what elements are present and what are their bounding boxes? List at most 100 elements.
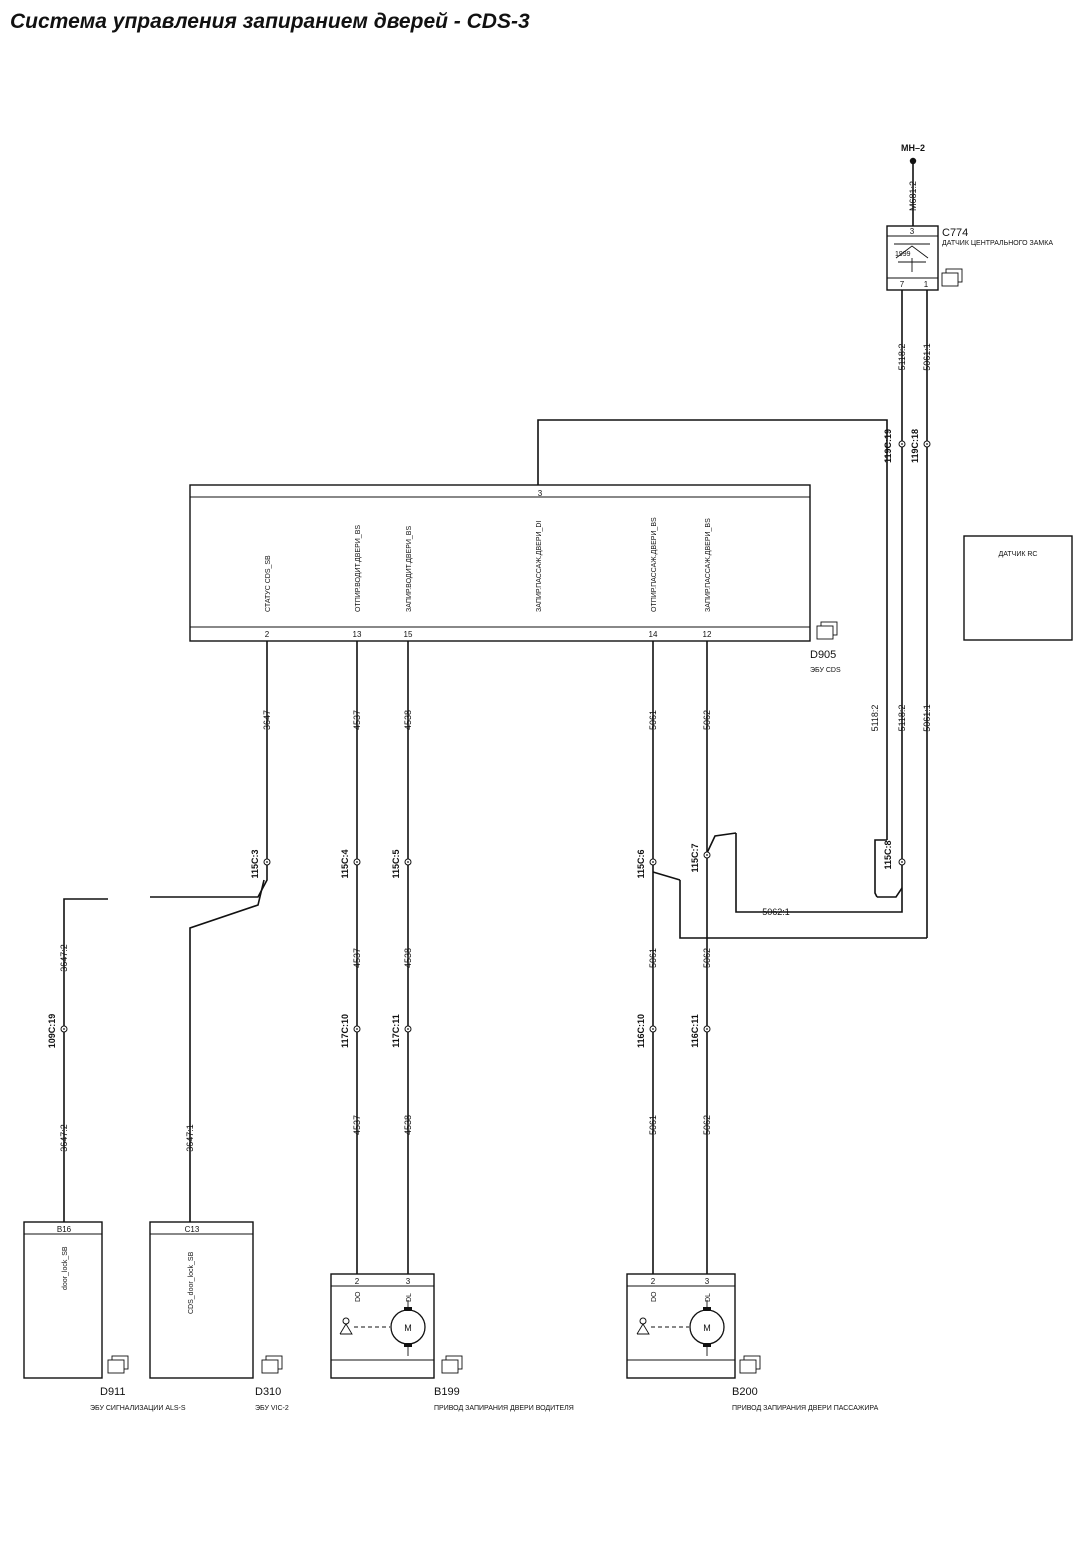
cds-signal-passenger-lock-di: ЗАПИР.ПАССАЖ.ДВЕРИ_DI (536, 521, 543, 612)
connector-116c11: 116C:11 (690, 1014, 700, 1048)
cds-signal-status: СТАТУС CDS_SB (265, 555, 272, 612)
splice-115c4 (353, 858, 361, 866)
b200-motor-label: M (703, 1323, 711, 1333)
connector-115c4: 115C:4 (340, 849, 350, 878)
ground-point (909, 157, 917, 165)
doc-icon[interactable] (816, 621, 838, 640)
sensor-inner-label: 1999 (895, 251, 911, 258)
connector-117c10: 117C:10 (340, 1014, 350, 1048)
wire-label-3647-2-top: 3647:2 (59, 944, 69, 972)
wire-label-5061-top-left: 5061 (648, 710, 658, 730)
b200-caption: ПРИВОД ЗАПИРАНИЯ ДВЕРИ ПАССАЖИРА (732, 1405, 879, 1412)
doc-icon[interactable] (941, 268, 963, 287)
central-lock-sensor: 1999 3 7 1 (886, 225, 939, 291)
connector-117c11: 117C:11 (391, 1014, 401, 1048)
passenger-actuator-box: 2 3 DO DL M (626, 1273, 736, 1379)
sensor-pin-right: 1 (924, 280, 929, 289)
wire-label-5118-top: 5118:2 (897, 344, 907, 371)
wire-label-5062-mid: 5062 (702, 948, 712, 968)
wire-label-4537-top: 4537 (352, 710, 362, 730)
wire-label-4537-mid: 4537 (352, 948, 362, 968)
cds-signal-passenger-lock: ЗАПИР.ПАССАЖ.ДВЕРИ_BS (705, 518, 712, 612)
doc-icon[interactable] (739, 1355, 761, 1374)
rc-sensor-label: ДАТЧИК RC (999, 551, 1038, 558)
doc-icon[interactable] (441, 1355, 463, 1374)
b200-sig-b: DL (705, 1293, 712, 1302)
d310-ref: D310 (255, 1386, 281, 1398)
wires (63, 162, 928, 1274)
d911-caption: ЭБУ СИГНАЛИЗАЦИИ ALS-S (90, 1405, 186, 1412)
cds-signal-driver-unlock: ОТПИР.ВОДИТ.ДВЕРИ_BS (355, 525, 362, 612)
b200-pin-a: 2 (651, 1277, 656, 1286)
cds-ecu-caption: ЭБУ CDS (810, 667, 841, 674)
d911-pin: B16 (57, 1225, 72, 1234)
splice-115c7 (703, 851, 711, 859)
wire-label-5061-mid: 5061:1 (922, 704, 932, 732)
cds-pin-14: 14 (649, 630, 658, 639)
wire-label-4538-bottom: 4538 (403, 1115, 413, 1135)
splice-115c6 (649, 858, 657, 866)
cds-pin-15: 15 (404, 630, 413, 639)
wire-label-4537-bottom: 4537 (352, 1115, 362, 1135)
sensor-ref: C774 (942, 227, 968, 239)
doc-icon[interactable] (107, 1355, 129, 1374)
splice-109c19 (60, 1025, 68, 1033)
connector-119c18: 119C:18 (910, 429, 920, 463)
wire-label-4538-mid: 4538 (403, 948, 413, 968)
cds-top-pin: 3 (538, 489, 543, 498)
doc-icon[interactable] (261, 1355, 283, 1374)
splice-115c3 (263, 858, 271, 866)
wire-label-5061-mid-left: 5061 (648, 948, 658, 968)
ground-label: MH–2 (901, 143, 925, 153)
connector-116c10: 116C:10 (636, 1014, 646, 1048)
d911-ref: D911 (100, 1386, 125, 1398)
splice-117c11 (404, 1025, 412, 1033)
connector-115c7: 115C:7 (690, 843, 700, 872)
wire-label-5061-bottom: 5061 (648, 1115, 658, 1135)
d911-signal: door_lock_SB (62, 1246, 69, 1290)
connector-109c19: 109C:19 (47, 1014, 57, 1049)
wire-label-3647-2-bottom: 3647:2 (59, 1124, 69, 1152)
wire-label-m681: M681:2 (908, 181, 918, 211)
splice-116c10 (649, 1025, 657, 1033)
connector-119c19: 119C:19 (883, 429, 893, 463)
wire-label-5061-top: 5061:1 (922, 343, 932, 371)
wire-label-5062-top: 5062 (702, 710, 712, 730)
splice-119c18 (923, 440, 931, 448)
connector-115c8: 115C:8 (883, 840, 893, 869)
b199-caption: ПРИВОД ЗАПИРАНИЯ ДВЕРИ ВОДИТЕЛЯ (434, 1405, 574, 1412)
alarm-ecu-box: B16 door_lock_SB (23, 1221, 103, 1379)
b199-pin-b: 3 (406, 1277, 411, 1286)
cds-signal-driver-lock: ЗАПИР.ВОДИТ.ДВЕРИ_BS (406, 526, 413, 612)
wire-label-5062-bottom: 5062 (702, 1115, 712, 1135)
b200-sig-a: DO (651, 1291, 658, 1302)
d310-signal: CDS_door_lock_SB (188, 1251, 195, 1314)
splice-116c11 (703, 1025, 711, 1033)
d310-caption: ЭБУ VIC-2 (255, 1405, 289, 1412)
cds-ecu-ref: D905 (810, 649, 836, 661)
splice-115c8 (898, 858, 906, 866)
wire-label-5118-a: 5118:2 (870, 705, 880, 732)
wire-label-3647-1: 3647:1 (185, 1124, 195, 1152)
cds-pin-12: 12 (703, 630, 712, 639)
driver-actuator-box: 2 3 DO DL M (330, 1273, 435, 1379)
cds-pin-2: 2 (265, 630, 270, 639)
splice-119c19 (898, 440, 906, 448)
splice-115c5 (404, 858, 412, 866)
b199-motor-label: M (404, 1323, 412, 1333)
wire-label-5118-b: 5118:2 (897, 705, 907, 732)
wire-label-5062-1: 5062:1 (762, 907, 790, 917)
splice-117c10 (353, 1025, 361, 1033)
cds-ecu-box: 3 СТАТУС CDS_SB ОТПИР.ВОДИТ.ДВЕРИ_BS ЗАП… (189, 484, 811, 642)
connector-115c5: 115C:5 (391, 849, 401, 878)
wire-label-4538-top: 4538 (403, 710, 413, 730)
page-title: Система управления запиранием дверей - C… (10, 10, 530, 33)
b200-pin-b: 3 (705, 1277, 710, 1286)
vic-ecu-box: C13 CDS_door_lock_SB (149, 1221, 254, 1379)
wire-label-3647: 3647 (262, 710, 272, 730)
d310-pin: C13 (185, 1225, 200, 1234)
sensor-pin-top: 3 (910, 227, 915, 236)
b199-sig-a: DO (355, 1291, 362, 1302)
b199-ref: B199 (434, 1386, 460, 1398)
